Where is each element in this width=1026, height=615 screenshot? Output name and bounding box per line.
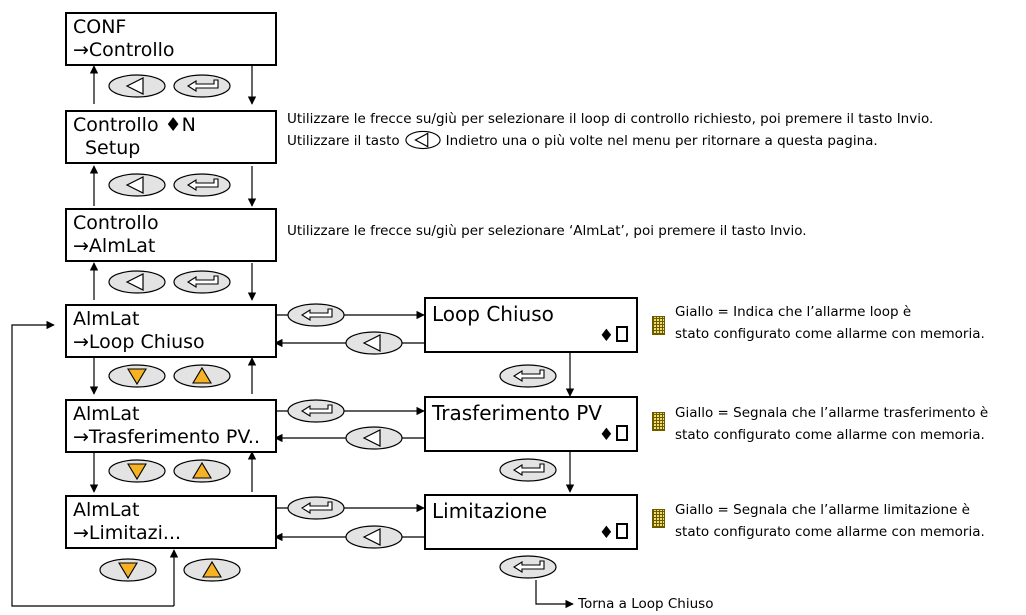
note-almlat: Utilizzare le frecce su/giù per selezion… — [287, 223, 807, 239]
sidenote-trasferimento: Giallo = Segnala che l’allarme trasferim… — [675, 402, 988, 446]
enter-button-icon[interactable] — [173, 74, 231, 98]
note-setup-line2: Utilizzare il tasto Indietro una o più vo… — [287, 130, 878, 152]
screen-line-1: AlmLat — [73, 403, 140, 425]
up-button-icon[interactable] — [183, 558, 241, 582]
sidenote-limitazione: Giallo = Segnala che l’allarme limitazio… — [675, 499, 985, 543]
sidenote-loop: Giallo = Indica che l’allarme loop è sta… — [675, 301, 985, 345]
screen-controllo-almlat: Controllo →AlmLat — [65, 208, 277, 262]
down-button-icon[interactable] — [108, 364, 166, 388]
back-button-icon[interactable] — [108, 173, 166, 197]
updown-arrows-icon: ♦ — [598, 326, 614, 346]
screen-line-2: →Loop Chiuso — [73, 331, 205, 353]
screen-line-1: Controllo — [73, 114, 159, 136]
screen-loop-chiuso: Loop Chiuso ♦ — [424, 297, 638, 353]
enter-button-icon[interactable] — [499, 458, 557, 482]
screen-trasferimento-pv: Trasferimento PV ♦ — [424, 396, 638, 452]
value-cell-icon — [616, 326, 628, 342]
updown-arrows-icon: ♦ — [598, 425, 614, 445]
enter-button-icon[interactable] — [287, 399, 345, 423]
screen-line-1: AlmLat — [73, 308, 140, 330]
note-text: Indietro una o più volte nel menu per ri… — [445, 133, 878, 149]
screen-title: Loop Chiuso — [432, 302, 554, 326]
value-cell-icon — [616, 425, 628, 441]
footer-return-label: Torna a Loop Chiuso — [578, 596, 714, 612]
updown-arrows-icon: ♦ — [598, 523, 614, 543]
yellow-indicator-icon — [652, 316, 665, 335]
enter-button-icon[interactable] — [173, 173, 231, 197]
yellow-indicator-icon — [652, 412, 665, 431]
enter-button-icon[interactable] — [499, 555, 557, 579]
sidenote-line2: stato configurato come allarme con memor… — [675, 427, 985, 443]
back-button-icon[interactable] — [345, 426, 403, 450]
updown-arrows-icon: ♦N — [164, 114, 196, 136]
up-button-icon[interactable] — [173, 364, 231, 388]
screen-almlat-loop: AlmLat →Loop Chiuso — [65, 304, 277, 358]
back-button-icon[interactable] — [108, 270, 166, 294]
sidenote-line2: stato configurato come allarme con memor… — [675, 524, 985, 540]
yellow-indicator-icon — [652, 509, 665, 528]
sidenote-line2: stato configurato come allarme con memor… — [675, 326, 985, 342]
screen-line-1: Controllo — [73, 212, 159, 234]
screen-line-2: →Controllo — [73, 39, 175, 61]
screen-title: Limitazione — [432, 499, 548, 523]
updown-value: ♦ — [599, 523, 628, 542]
enter-button-icon[interactable] — [287, 303, 345, 327]
back-button-icon — [405, 130, 441, 150]
screen-line-2: →AlmLat — [73, 235, 156, 257]
screen-title: Trasferimento PV — [432, 401, 602, 425]
down-button-icon[interactable] — [99, 558, 157, 582]
note-setup-line1: Utilizzare le frecce su/giù per selezion… — [287, 111, 934, 127]
sidenote-line1: Giallo = Indica che l’allarme loop è — [675, 304, 912, 320]
updown-value: ♦ — [599, 425, 628, 444]
enter-button-icon[interactable] — [287, 496, 345, 520]
back-button-icon[interactable] — [108, 74, 166, 98]
screen-line-2: →Trasferimento PV.. — [73, 426, 260, 448]
enter-button-icon[interactable] — [499, 364, 557, 388]
note-text: Utilizzare il tasto — [287, 133, 400, 149]
screen-line-2: Setup — [85, 137, 141, 159]
sidenote-line1: Giallo = Segnala che l’allarme limitazio… — [675, 502, 970, 518]
back-button-icon[interactable] — [345, 525, 403, 549]
updown-value: ♦ — [599, 326, 628, 345]
screen-almlat-trasferimento: AlmLat →Trasferimento PV.. — [65, 399, 277, 453]
up-button-icon[interactable] — [173, 459, 231, 483]
screen-line-1-wrap: Controllo ♦N — [73, 114, 196, 136]
screen-almlat-limitazione: AlmLat →Limitazi... — [65, 495, 277, 549]
enter-button-icon[interactable] — [173, 270, 231, 294]
screen-controllo-setup: Controllo ♦N Setup — [65, 110, 277, 164]
screen-line-1: AlmLat — [73, 499, 140, 521]
screen-line-1: CONF — [73, 16, 127, 38]
back-button-icon[interactable] — [345, 331, 403, 355]
screen-line-2: →Limitazi... — [73, 522, 182, 544]
value-cell-icon — [616, 523, 628, 539]
screen-limitazione: Limitazione ♦ — [424, 494, 638, 550]
down-button-icon[interactable] — [108, 459, 166, 483]
sidenote-line1: Giallo = Segnala che l’allarme trasferim… — [675, 405, 989, 421]
screen-conf: CONF →Controllo — [65, 12, 277, 66]
